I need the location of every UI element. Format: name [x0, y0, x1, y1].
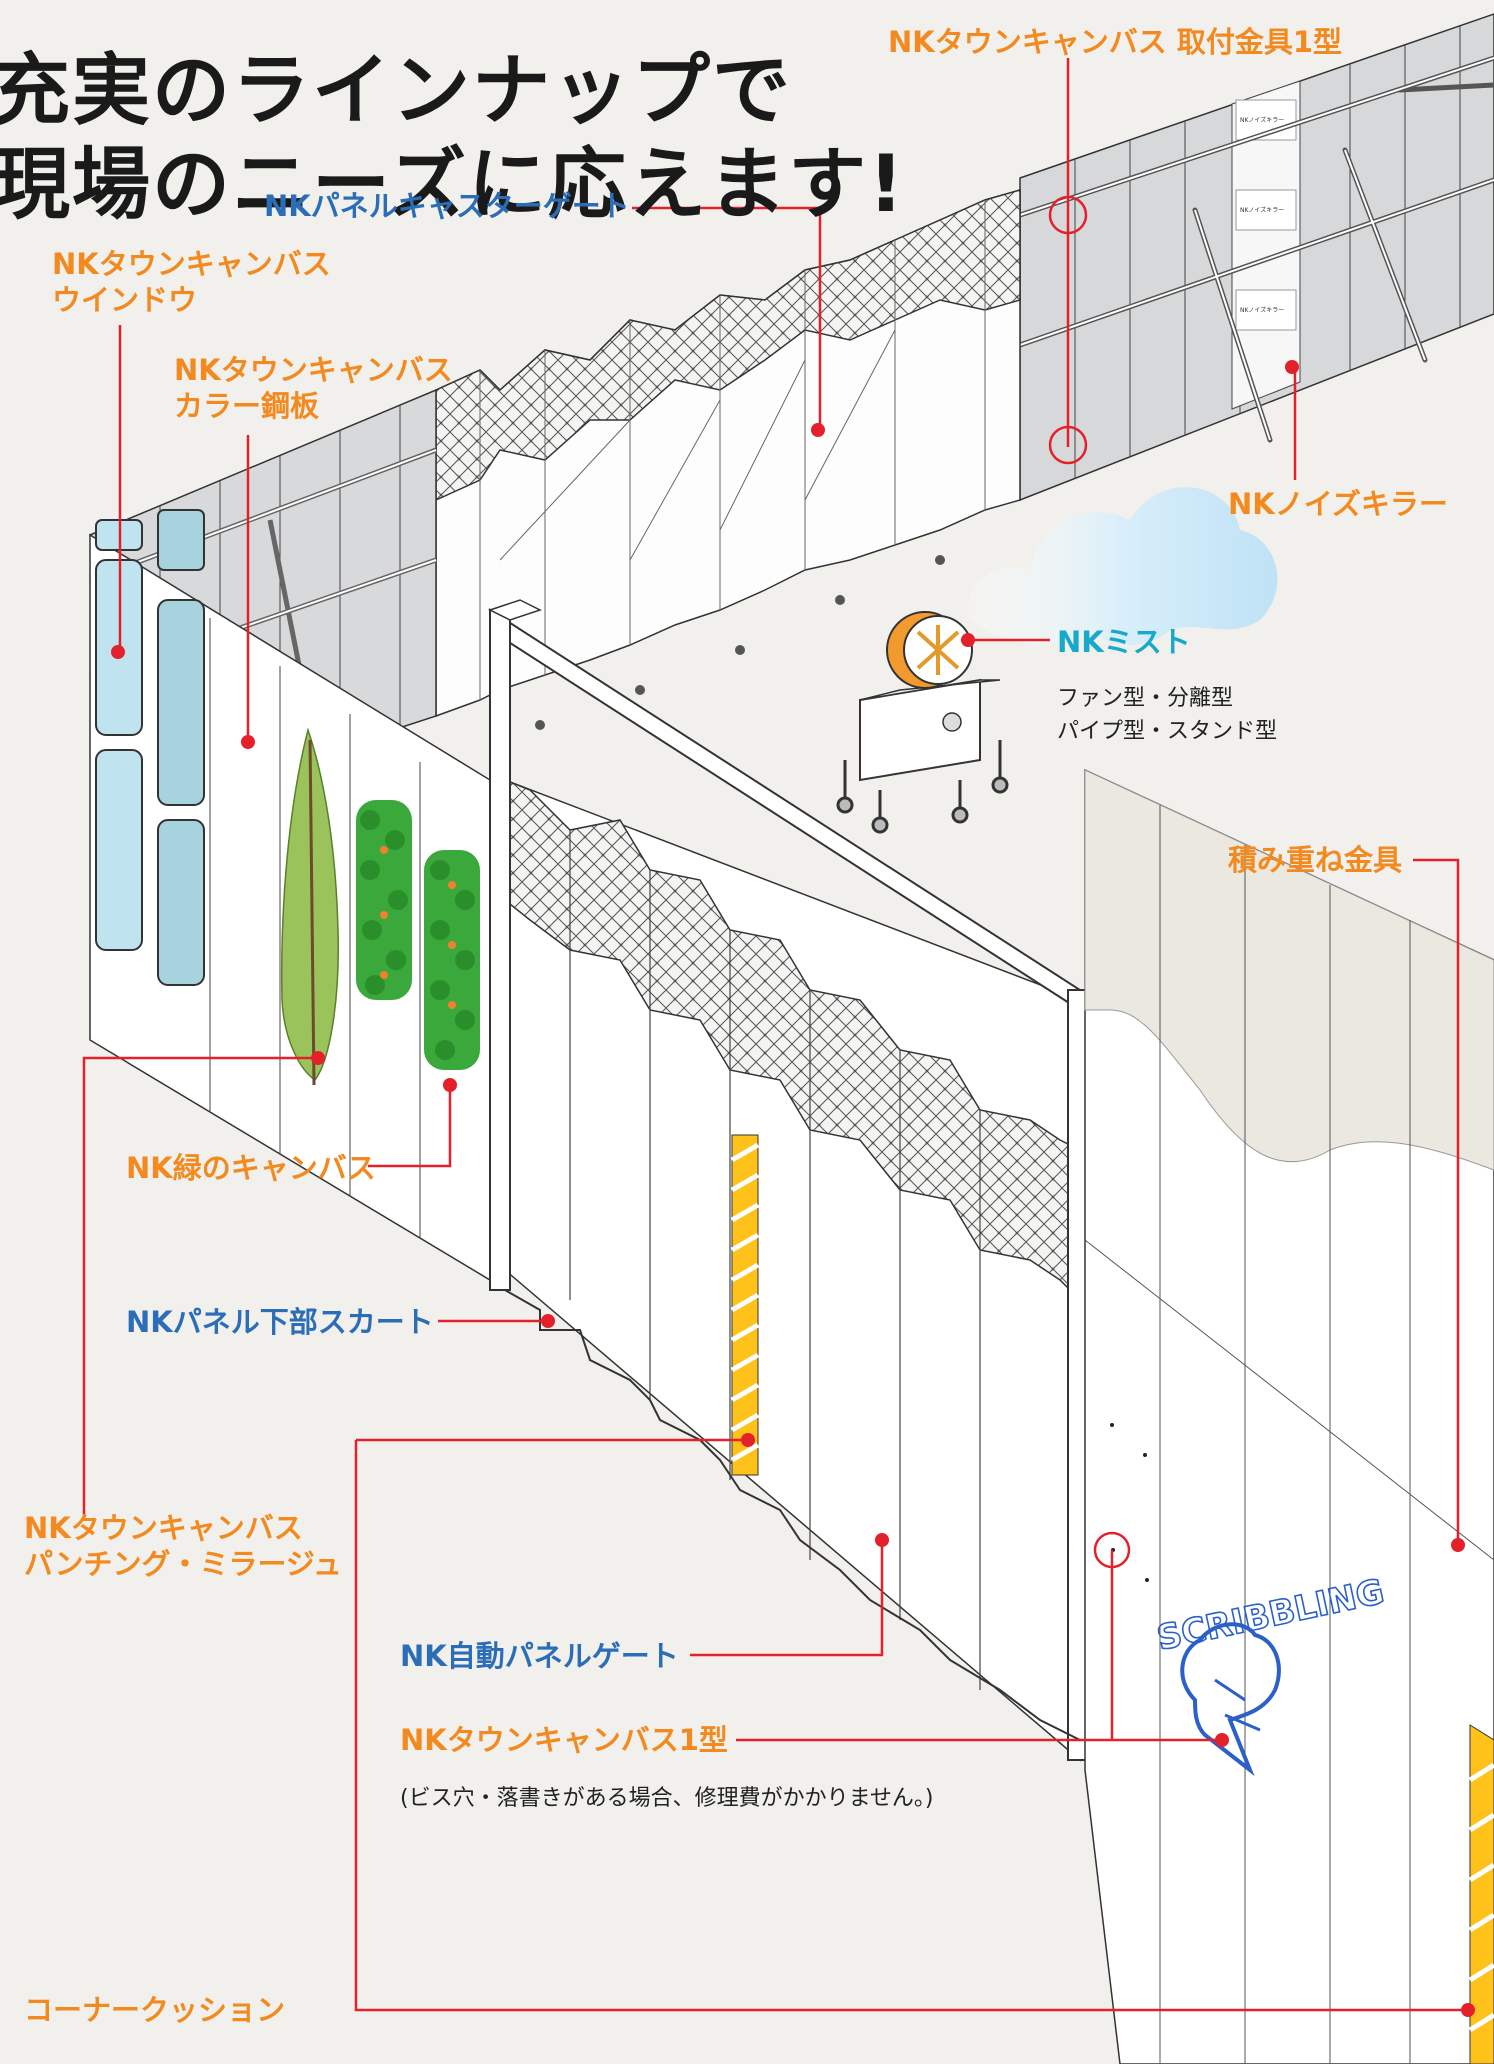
label-mist: NKミスト	[1057, 625, 1191, 659]
label-caster-gate: NKパネルキャスターゲート	[264, 189, 630, 223]
front-left-wall	[89, 509, 491, 1282]
label-type1-note: (ビス穴・落書きがある場合、修理費がかかりません。)	[400, 1786, 934, 1811]
mist-cloud	[968, 487, 1278, 645]
headline-line-2: 現場のニーズに応えます!	[0, 140, 906, 230]
label-auto-gate: NK自動パネルゲート	[400, 1639, 679, 1673]
label-corner-cushion: コーナークッション	[24, 1993, 286, 2027]
leader-dots	[111, 360, 1475, 2017]
noise-killer-stickers: NKノイズキラー NKノイズキラー NKノイズキラー	[1235, 99, 1297, 331]
corner-cushion-bar	[1468, 1724, 1494, 2064]
label-window: NKタウンキャンバス ウインドウ	[52, 247, 331, 318]
tree-illustration	[281, 727, 340, 1086]
noise-killer-wall: NKノイズキラー NKノイズキラー NKノイズキラー	[1017, 13, 1494, 502]
auto-panel-gate	[488, 599, 1089, 1762]
green-canvas-dots	[356, 800, 480, 1070]
mist-machine	[836, 611, 1009, 834]
sticker-text: NKノイズキラー	[1240, 116, 1284, 124]
leader-lines	[82, 58, 1468, 2012]
label-green-canvas: NK緑のキャンバス	[126, 1151, 376, 1185]
caster-gate-panels	[435, 189, 1021, 730]
label-stacking-bracket: 積み重ね金具	[1228, 843, 1403, 877]
headline-line-1: 充実のラインナップで	[0, 46, 793, 136]
label-noise-killer: NKノイズキラー	[1228, 487, 1448, 521]
yellow-warning-bar	[730, 1134, 760, 1476]
town-canvas-type1-wall: SCRIBBLING	[1084, 768, 1494, 2064]
window-panes	[95, 509, 205, 986]
label-type1: NKタウンキャンバス1型	[400, 1723, 728, 1757]
label-lower-skirt: NKパネル下部スカート	[126, 1305, 434, 1339]
label-color-steel: NKタウンキャンバス カラー鋼板	[174, 353, 453, 424]
sticker-text: NKノイズキラー	[1240, 306, 1284, 314]
label-mist-types: ファン型・分離型 パイプ型・スタンド型	[1057, 686, 1278, 744]
sticker-text: NKノイズキラー	[1240, 206, 1284, 214]
label-mounting-bracket: NKタウンキャンバス 取付金具1型	[888, 25, 1343, 59]
label-punching-mirage: NKタウンキャンバス パンチング・ミラージュ	[24, 1511, 342, 1582]
